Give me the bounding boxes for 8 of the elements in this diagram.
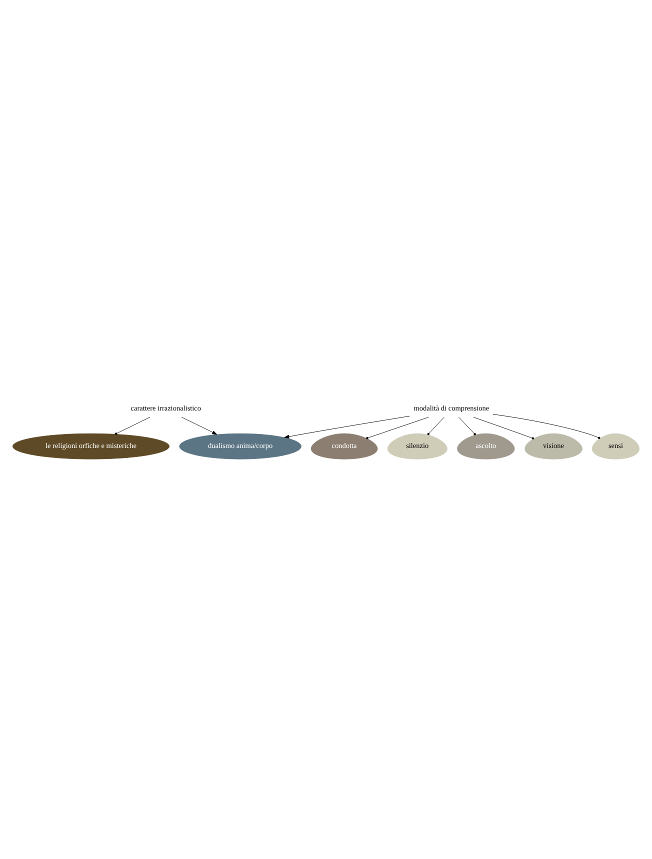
connector — [427, 416, 444, 435]
connector — [366, 416, 429, 439]
arrow — [181, 416, 218, 434]
connector — [473, 416, 534, 439]
connector — [114, 416, 150, 434]
connector — [492, 414, 600, 439]
connector — [458, 416, 476, 435]
arrow — [284, 415, 410, 438]
